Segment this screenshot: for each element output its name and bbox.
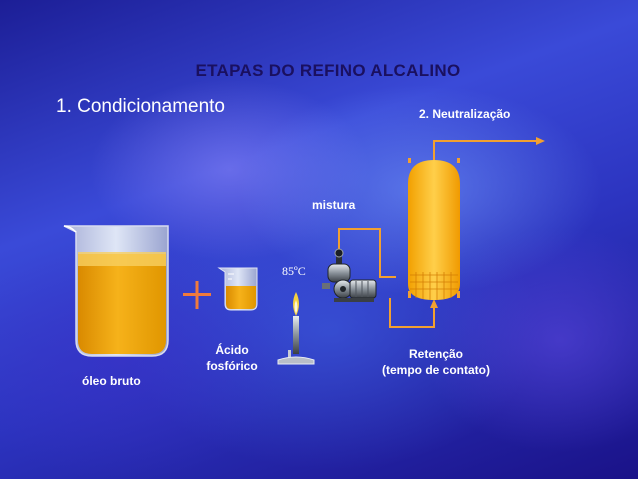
retention-label: Retenção (tempo de contato): [366, 346, 506, 378]
acid-label-line-2: fosfórico: [206, 359, 258, 373]
mixing-label: mistura: [312, 198, 356, 212]
arrow-right-icon: [536, 137, 545, 145]
pump-icon: [322, 248, 377, 302]
plus-icon: [183, 281, 211, 309]
retention-label-line-2: (tempo de contato): [382, 363, 490, 377]
retention-flow-line: [389, 298, 435, 328]
mixing-flow-line: [338, 228, 396, 278]
step-2-label: 2. Neutralização: [419, 107, 511, 121]
crude-oil-label: óleo bruto: [82, 374, 141, 388]
arrow-up-icon: [430, 299, 438, 308]
crude-oil-beaker: [63, 225, 169, 357]
packed-bed-grid: [410, 272, 458, 300]
retention-label-line-1: Retenção: [408, 347, 464, 361]
retention-tank: [408, 158, 460, 300]
phosphoric-acid-beaker: [217, 267, 258, 311]
bunsen-burner-icon: [277, 292, 315, 365]
flow-lines: [338, 140, 538, 328]
temperature-label: 85ºC: [282, 264, 306, 278]
phosphoric-acid-label: Ácido fosfórico: [196, 342, 268, 374]
neutralization-flow-line: [433, 140, 538, 160]
step-1-label: 1. Condicionamento: [56, 96, 225, 117]
page-title: ETAPAS DO REFINO ALCALINO: [195, 61, 461, 80]
acid-label-line-1: Ácido: [215, 343, 249, 357]
